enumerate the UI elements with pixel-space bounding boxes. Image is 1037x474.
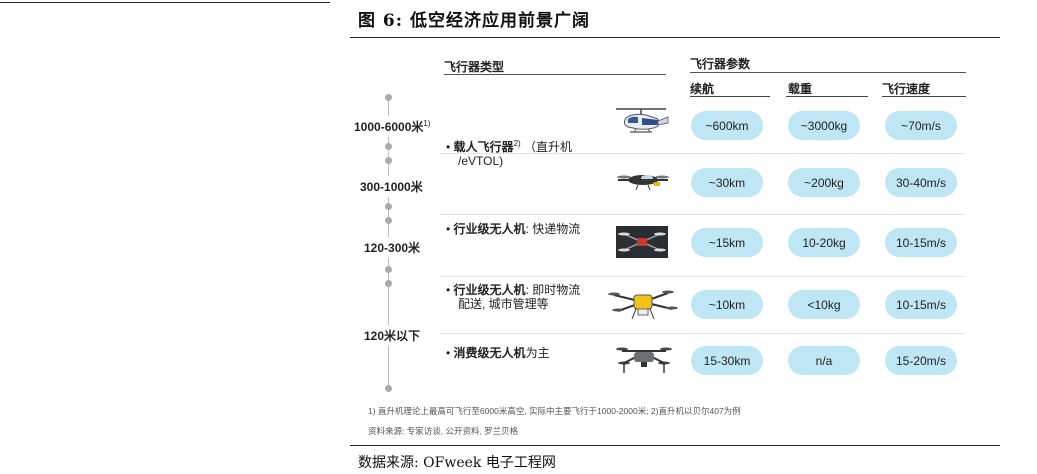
altitude-label-120-300: 120-300米 [364, 237, 421, 258]
speed-value: ~70m/s [885, 111, 957, 140]
axis-tick [385, 385, 392, 392]
endurance-value: ~600km [691, 111, 763, 140]
endurance-value: ~30km [691, 168, 763, 197]
type-consumer-bold: 消费级无人机 [453, 346, 526, 360]
altitude-label-text: 1000-6000米 [354, 120, 424, 134]
endurance-value: ~15km [691, 228, 763, 257]
axis-tick [385, 203, 392, 210]
type-manned-line2: /eVTOL) [458, 154, 504, 168]
speed-value: 10-15m/s [885, 228, 957, 257]
type-logistics-rest: : 快递物流 [525, 222, 581, 236]
type-consumer-rest: 为主 [525, 346, 550, 360]
endurance-value: ~10km [691, 290, 763, 319]
payload-value: 10-20kg [788, 228, 860, 257]
payload-value: ~200kg [788, 168, 860, 197]
logistics-drone-icon [616, 226, 668, 258]
source-rule [350, 445, 1000, 446]
altitude-footnote-mark: 1) [423, 119, 431, 128]
footnote-text: 1) 直升机理论上最高可飞行至6000米高空, 实际中主要飞行于1000-200… [368, 406, 741, 416]
type-instant-line2: 配送, 城市管理等 [458, 297, 549, 311]
axis-tick [385, 143, 392, 150]
payload-value: n/a [788, 346, 860, 375]
header-aircraft-type: 飞行器类型 [444, 60, 505, 74]
header-payload: 载重 [788, 82, 813, 96]
type-manned-bold: 载人飞行器 [453, 140, 514, 154]
axis-tick [385, 217, 392, 224]
speed-value: 15-20m/s [885, 346, 957, 375]
axis-tick [385, 266, 392, 273]
header-aircraft-params: 飞行器参数 [690, 57, 751, 71]
type-instant-bold: 行业级无人机 [453, 283, 526, 297]
axis-tick [385, 94, 392, 101]
row-separator [440, 153, 965, 154]
figure-title: 图 6: 低空经济应用前景广阔 [358, 11, 590, 31]
header-speed: 飞行速度 [882, 82, 931, 96]
type-consumer-drone: • 消费级无人机为主 [446, 346, 550, 360]
type-manned-footnote: 2) [513, 139, 521, 148]
industrial-drone-icon [608, 290, 678, 320]
header-params-underline [690, 72, 966, 73]
helicopter-icon [616, 108, 669, 133]
speed-value: 10-15m/s [885, 290, 957, 319]
subheader-underline-2 [786, 96, 868, 97]
axis-tick [385, 157, 392, 164]
top-rule-left [0, 2, 330, 3]
figure-source: 数据来源: OFweek 电子工程网 [358, 455, 556, 471]
type-logistics-bold: 行业级无人机 [453, 222, 526, 236]
consumer-drone-icon [616, 347, 672, 373]
altitude-label-below-120: 120米以下 [364, 325, 421, 346]
row-separator [440, 276, 965, 277]
header-endurance: 续航 [690, 82, 715, 96]
subheader-underline-1 [690, 96, 770, 97]
type-manned-rest: （直升机 [524, 140, 573, 154]
row-separator [440, 214, 965, 215]
altitude-label-1000-6000: 1000-6000米1) [354, 116, 431, 137]
type-logistics-drone: • 行业级无人机: 快递物流 [446, 222, 581, 236]
type-instant-drone: • 行业级无人机: 即时物流 配送, 城市管理等 [446, 283, 581, 311]
type-manned-aircraft: • 载人飞行器2) （直升机 /eVTOL) [446, 139, 573, 168]
type-instant-rest: : 即时物流 [525, 283, 581, 297]
subheader-underline-3 [882, 96, 966, 97]
altitude-label-300-1000: 300-1000米 [360, 176, 423, 197]
header-type-underline [444, 74, 666, 75]
row-separator [440, 333, 965, 334]
endurance-value: 15-30km [691, 346, 763, 375]
payload-value: <10kg [788, 290, 860, 319]
source-note-text: 资料来源: 专家访谈, 公开资料, 罗兰贝格 [368, 426, 519, 436]
title-rule [350, 37, 1000, 38]
speed-value: 30-40m/s [885, 168, 957, 197]
axis-tick [385, 280, 392, 287]
payload-value: ~3000kg [788, 111, 860, 140]
evtol-icon [617, 175, 669, 191]
